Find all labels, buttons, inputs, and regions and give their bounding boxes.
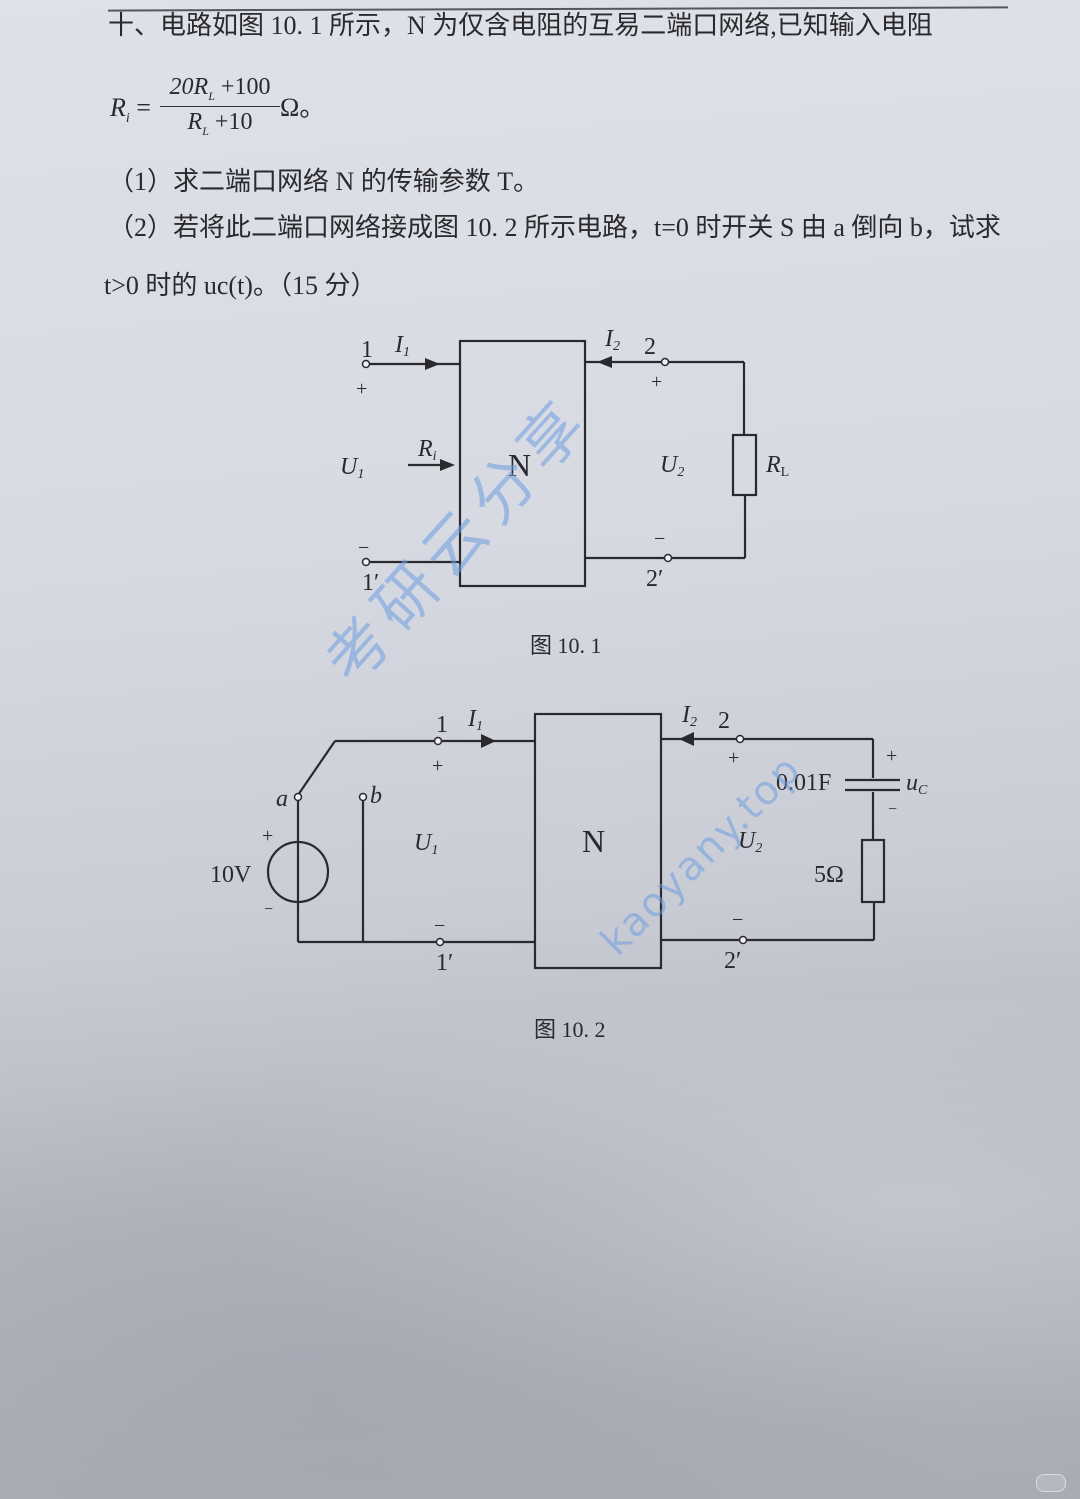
fig2-i1-label: I1 (467, 706, 483, 734)
uc-minus: − (888, 801, 897, 818)
fig2-port-1-label: 1 (436, 712, 448, 738)
fig2-u1-label: U1 (414, 830, 438, 858)
figure-10-2-caption: 图 10. 2 (534, 1017, 606, 1042)
denominator-sub: L (202, 123, 209, 138)
fig2-port-1p-label: 1′ (436, 950, 453, 976)
switch-terminal-b: b (370, 783, 382, 809)
formula-denominator: RL +10 (160, 107, 280, 139)
fig1-rl-label: RL (765, 452, 789, 480)
numerator-sub: L (208, 88, 215, 103)
uc-plus: + (886, 745, 897, 767)
fig2-u2-minus: − (732, 909, 743, 931)
resistor-label: 5Ω (814, 862, 844, 888)
fig1-u1-minus: − (358, 537, 369, 559)
formula-lhs-sub: i (125, 111, 130, 127)
fig2-network-n: N (582, 823, 605, 859)
formula-lhs-symbol: R (110, 93, 126, 122)
fig1-u1-label: U1 (340, 454, 364, 482)
uc-label: uC (906, 770, 928, 798)
fig1-u1-plus: + (356, 378, 367, 400)
corner-badge (1036, 1474, 1066, 1492)
denominator-term: R (187, 108, 203, 135)
numerator-tail: +100 (214, 74, 271, 100)
fig2-u2-plus: + (728, 747, 739, 769)
problem-part-2-line-1: （2）若将此二端口网络接成图 10. 2 所示电路，t=0 时开关 S 由 a … (108, 213, 1001, 242)
fig1-i1-label: I1 (394, 332, 410, 360)
formula-lhs: Ri = (110, 92, 151, 135)
fig1-u2-plus: + (651, 371, 662, 393)
figure-10-1-circuit: 1 1′ 2 2′ + − + − I1 I2 U1 U2 Ri N RL (340, 326, 789, 596)
fig1-i2-label: I2 (604, 326, 620, 354)
fig1-network-n: N (508, 447, 531, 483)
figure-10-1-caption: 图 10. 1 (530, 633, 602, 658)
denominator-tail: +10 (208, 108, 253, 135)
formula-numerator: 20RL +100 (160, 74, 280, 107)
fig2-port-2-label: 2 (718, 708, 730, 734)
fig1-port-2p-label: 2′ (646, 566, 663, 592)
fig2-u1-minus: − (434, 915, 445, 937)
problem-part-2-line-2: t>0 时的 uc(t)。（15 分） (104, 271, 377, 300)
switch-terminal-a: a (276, 786, 288, 812)
fig1-port-1-label: 1 (361, 337, 373, 363)
formula-unit: Ω。 (280, 93, 326, 122)
problem-intro: 十、电路如图 10. 1 所示，N 为仅含电阻的互易二端口网络,已知输入电阻 (108, 10, 933, 42)
formula-equals: = (136, 93, 151, 122)
figure-10-2-circuit: 1 1′ 2 2′ I1 I2 + − + − U1 U2 N a b + − … (210, 702, 928, 976)
fig1-u2-label: U2 (660, 452, 684, 480)
fig2-i2-label: I2 (681, 702, 697, 730)
fig2-u1-plus: + (432, 755, 443, 777)
problem-part-1: （1）求二端口网络 N 的传输参数 T。 (108, 167, 540, 196)
problem-intro-text: 电路如图 10. 1 所示，N 为仅含电阻的互易二端口网络,已知输入电阻 (160, 11, 933, 40)
source-minus: − (264, 901, 273, 918)
formula-fraction: 20RL +100 RL +10 (160, 74, 280, 139)
source-plus: + (262, 825, 273, 847)
fig1-u2-minus: − (654, 528, 665, 550)
fig2-port-2p-label: 2′ (724, 948, 741, 974)
fig1-port-2-label: 2 (644, 334, 656, 360)
voltage-source-label: 10V (210, 862, 252, 888)
fig1-ri-label: Ri (417, 436, 437, 464)
paper-shadow (0, 1000, 1080, 1499)
numerator-term: 20R (169, 74, 209, 100)
fig2-u2-label: U2 (738, 828, 762, 856)
capacitor-label: 0.01F (776, 770, 831, 796)
problem-number: 十、 (108, 11, 161, 40)
fig1-port-1p-label: 1′ (362, 570, 379, 596)
